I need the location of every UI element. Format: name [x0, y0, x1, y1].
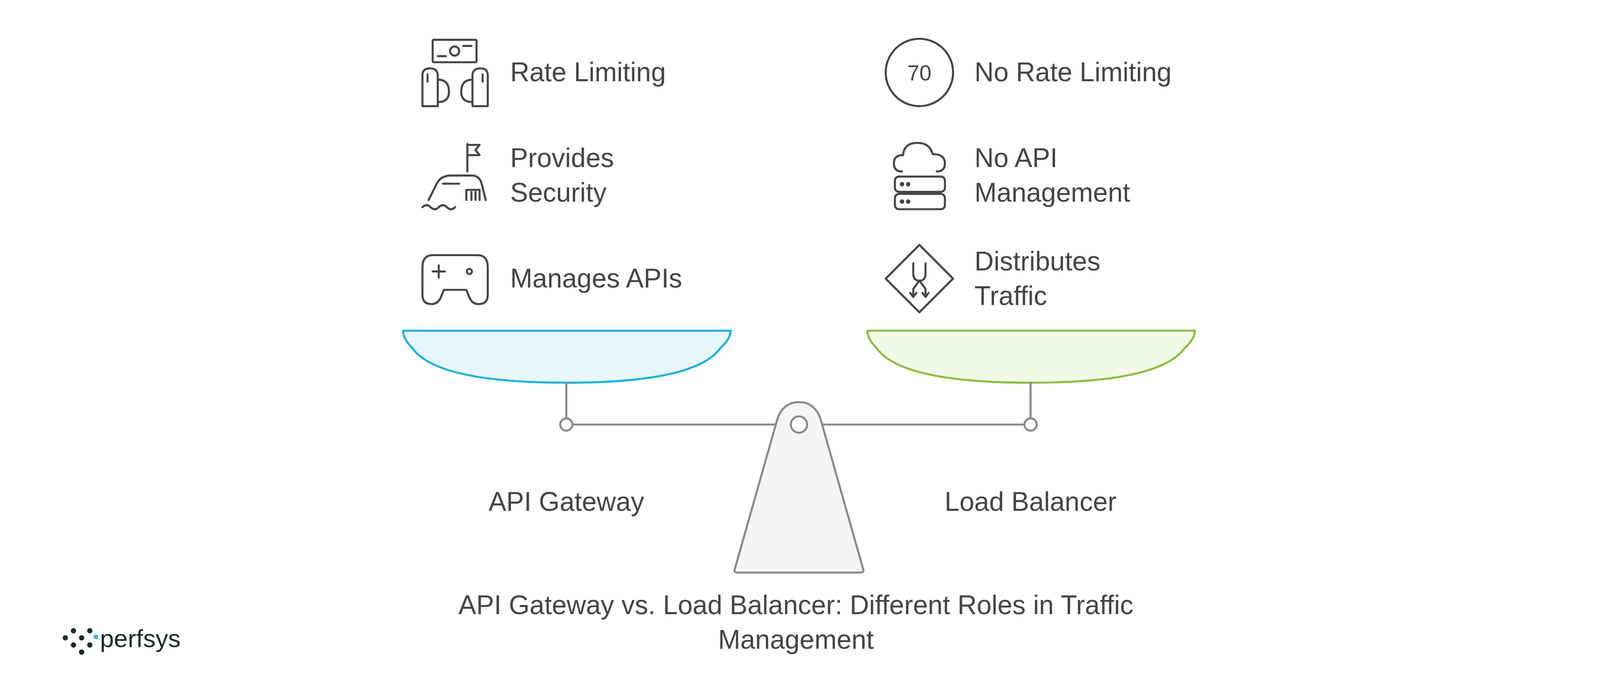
feature-label: Rate Limiting	[510, 55, 666, 90]
traffic-split-icon	[885, 245, 954, 313]
security-icon	[422, 143, 486, 210]
feature-label: No Rate Limiting	[974, 55, 1172, 90]
feature-label: Provides Security	[510, 140, 635, 210]
cloud-server-icon	[893, 142, 945, 210]
icon-number: 70	[907, 59, 932, 88]
diagram-title: API Gateway vs. Load Balancer: Different…	[400, 587, 1192, 658]
rate-limiting-icon	[422, 40, 488, 107]
pan-label: Load Balancer	[944, 484, 1117, 520]
feature-label: Manages APIs	[510, 261, 683, 296]
left-pan	[402, 330, 731, 383]
feature-label: Distributes Traffic	[974, 243, 1133, 313]
feature-label: No API Management	[974, 140, 1163, 210]
pan-label: API Gateway	[488, 484, 645, 520]
fulcrum	[734, 402, 864, 573]
gamepad-icon	[422, 255, 488, 305]
logo-watermark: perfsys	[100, 622, 181, 655]
number-circle-icon	[885, 38, 954, 107]
pivot	[790, 416, 808, 433]
right-pan	[867, 330, 1195, 383]
logo-dots	[62, 627, 98, 655]
